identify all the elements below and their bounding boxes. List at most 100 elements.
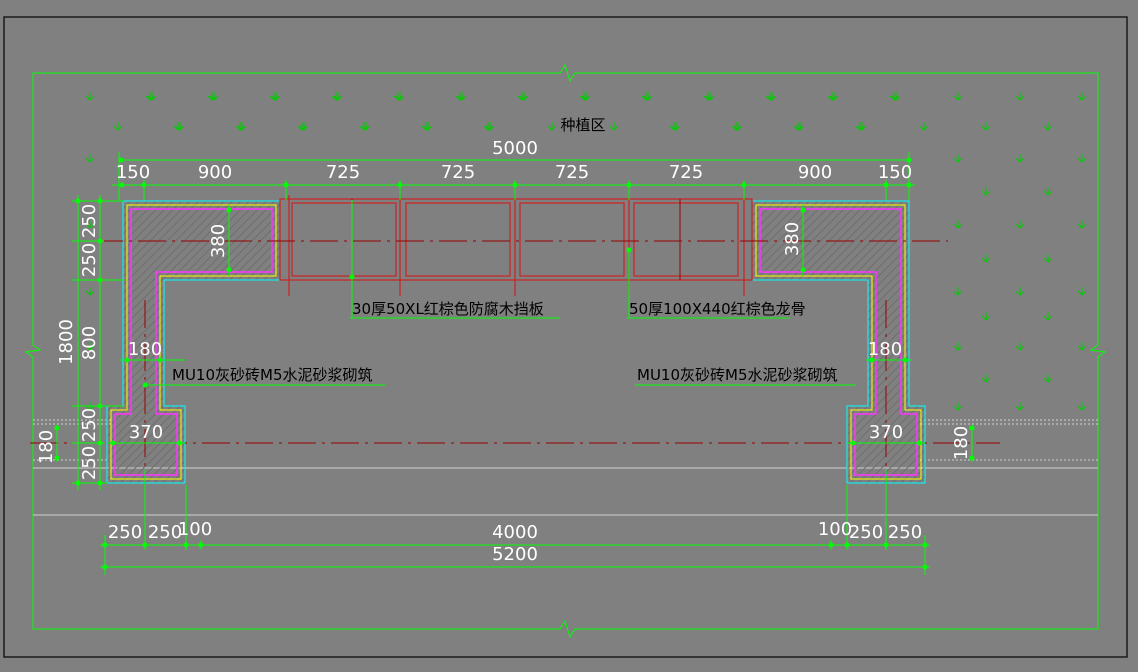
dimension-lines bbox=[54, 152, 975, 575]
plant-symbol-icon bbox=[393, 92, 403, 101]
dim-top-total: 5000 bbox=[492, 138, 538, 159]
plant-symbol-icon bbox=[85, 220, 95, 229]
plant-symbol-icon bbox=[827, 92, 837, 101]
plant-symbol-icon bbox=[113, 122, 123, 131]
dim-pier-left: 370 bbox=[129, 422, 163, 443]
plant-symbol-icon bbox=[953, 402, 963, 411]
dim-top-seg: 150 bbox=[116, 162, 150, 183]
dim-top-seg: 725 bbox=[326, 162, 360, 183]
plant-symbol-icon bbox=[919, 122, 929, 131]
dim-wall-left: 180 bbox=[128, 339, 162, 360]
plant-symbol-icon bbox=[981, 187, 991, 196]
note-brick-left: MU10灰砂砖M5水泥砂浆砌筑 bbox=[172, 366, 373, 384]
plant-symbol-icon bbox=[609, 122, 619, 131]
plant-symbol-icon bbox=[981, 312, 991, 321]
note-timber-keel: 50厚100X440红棕色龙骨 bbox=[629, 300, 806, 318]
plant-symbol-icon bbox=[85, 154, 95, 163]
dim-left-seg: 250 bbox=[79, 204, 100, 238]
plant-symbol-icon bbox=[1077, 342, 1087, 351]
plant-symbols bbox=[85, 92, 1087, 411]
top-dimensions: 5000 150 900 725 725 725 725 900 150 bbox=[116, 138, 912, 183]
plant-symbol-icon bbox=[765, 92, 775, 101]
plant-symbol-icon bbox=[1043, 374, 1053, 383]
plant-symbol-icon bbox=[207, 92, 217, 101]
plant-symbol-icon bbox=[421, 122, 431, 131]
plant-symbol-icon bbox=[483, 122, 493, 131]
plant-symbol-icon bbox=[1015, 402, 1025, 411]
dim-bottom-total: 5200 bbox=[492, 544, 538, 565]
plant-symbol-icon bbox=[1015, 220, 1025, 229]
plant-symbol-icon bbox=[889, 92, 899, 101]
plant-symbol-icon bbox=[145, 92, 155, 101]
plant-symbol-icon bbox=[981, 254, 991, 263]
plant-symbol-icon bbox=[85, 92, 95, 101]
plant-symbol-icon bbox=[703, 92, 713, 101]
plant-symbol-icon bbox=[85, 342, 95, 351]
wall-dimensions: 180 180 370 370 bbox=[128, 339, 903, 443]
plant-symbol-icon bbox=[1043, 312, 1053, 321]
plant-symbol-icon bbox=[235, 122, 245, 131]
dim-left-seg: 250 bbox=[79, 408, 100, 442]
plant-symbol-icon bbox=[1077, 287, 1087, 296]
plant-symbol-icon bbox=[1043, 122, 1053, 131]
plant-symbol-icon bbox=[953, 287, 963, 296]
plant-symbol-icon bbox=[1077, 92, 1087, 101]
plant-symbol-icon bbox=[953, 154, 963, 163]
dim-top-seg: 150 bbox=[878, 162, 912, 183]
notes: 30厚50XL红棕色防腐木挡板 50厚100X440红棕色龙骨 MU10灰砂砖M… bbox=[172, 300, 838, 384]
dim-bottom-seg: 250 bbox=[148, 522, 182, 543]
dim-bottom-seg: 4000 bbox=[492, 522, 538, 543]
dim-bottom-seg: 250 bbox=[888, 522, 922, 543]
dim-left-seg: 250 bbox=[79, 446, 100, 480]
plant-symbol-icon bbox=[981, 122, 991, 131]
plant-symbol-icon bbox=[793, 122, 803, 131]
dim-bottom-seg: 250 bbox=[108, 522, 142, 543]
plant-symbol-icon bbox=[1015, 154, 1025, 163]
plant-symbol-icon bbox=[359, 122, 369, 131]
plant-symbol-icon bbox=[953, 342, 963, 351]
dim-bottom-seg: 100 bbox=[178, 519, 212, 540]
dim-pier-right: 370 bbox=[869, 422, 903, 443]
dim-inner-left: 380 bbox=[208, 224, 229, 258]
drawing-border bbox=[3, 16, 1128, 658]
dim-left-seg: 800 bbox=[79, 326, 100, 360]
plant-symbol-icon bbox=[641, 92, 651, 101]
plant-symbol-icon bbox=[1077, 220, 1087, 229]
plant-symbol-icon bbox=[669, 122, 679, 131]
plant-symbol-icon bbox=[1077, 402, 1087, 411]
plant-symbol-icon bbox=[731, 122, 741, 131]
plant-symbol-icon bbox=[855, 122, 865, 131]
dim-left-bottom: 180 bbox=[36, 430, 57, 464]
dim-bottom-seg: 100 bbox=[818, 519, 852, 540]
plant-symbol-icon bbox=[173, 122, 183, 131]
dim-bottom-seg: 250 bbox=[849, 522, 883, 543]
right-brick-wall bbox=[751, 200, 926, 484]
plant-symbol-icon bbox=[297, 122, 307, 131]
note-brick-right: MU10灰砂砖M5水泥砂浆砌筑 bbox=[637, 366, 838, 384]
plant-symbol-icon bbox=[953, 92, 963, 101]
plant-symbol-icon bbox=[1043, 187, 1053, 196]
timber-panels bbox=[279, 195, 753, 296]
plant-symbol-icon bbox=[1015, 92, 1025, 101]
plant-symbol-icon bbox=[269, 92, 279, 101]
dim-top-seg: 725 bbox=[441, 162, 475, 183]
dim-top-seg: 725 bbox=[555, 162, 589, 183]
dim-top-seg: 725 bbox=[669, 162, 703, 183]
region-label: 种植区 bbox=[560, 116, 605, 134]
plant-symbol-icon bbox=[517, 92, 527, 101]
plant-symbol-icon bbox=[953, 220, 963, 229]
plant-symbol-icon bbox=[579, 92, 589, 101]
dim-wall-right: 180 bbox=[868, 339, 902, 360]
dim-top-seg: 900 bbox=[798, 162, 832, 183]
plant-symbol-icon bbox=[1043, 254, 1053, 263]
bottom-dimensions: 250 250 100 4000 100 250 250 5200 bbox=[108, 519, 922, 565]
plant-symbol-icon bbox=[1015, 287, 1025, 296]
plant-symbol-icon bbox=[547, 122, 557, 131]
dim-inner-right: 380 bbox=[782, 222, 803, 256]
plant-symbol-icon bbox=[1015, 342, 1025, 351]
dim-top-seg: 900 bbox=[198, 162, 232, 183]
plant-symbol-icon bbox=[981, 374, 991, 383]
plant-symbol-icon bbox=[331, 92, 341, 101]
